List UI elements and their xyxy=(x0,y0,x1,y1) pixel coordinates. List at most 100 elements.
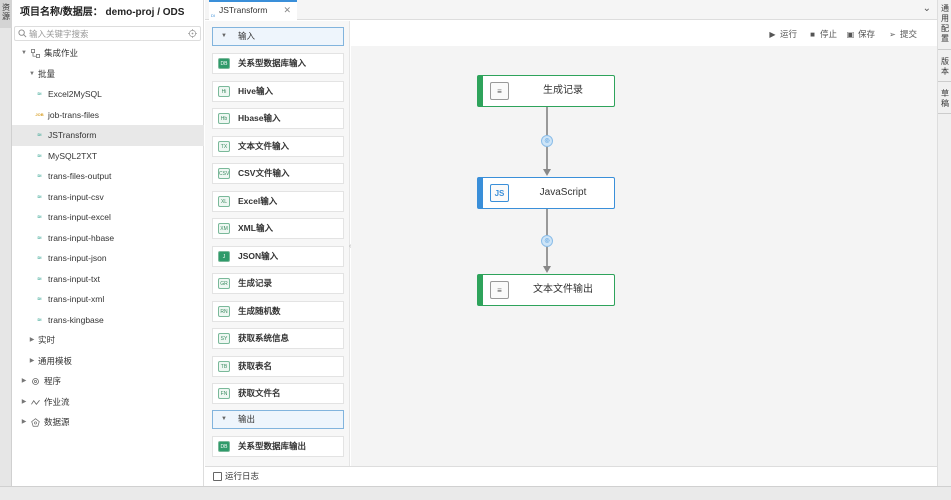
component-item[interactable]: TX 文本文件输入 xyxy=(212,135,344,157)
tree-label: Excel2MySQL xyxy=(48,89,102,99)
tree-node-program[interactable]: ▶ 程序 xyxy=(12,371,204,392)
component-label: 文本文件输入 xyxy=(238,140,290,151)
tree-search-input[interactable] xyxy=(29,27,179,40)
chevron-down-icon: ▼ xyxy=(221,33,227,39)
chevron-right-icon[interactable]: ▶ xyxy=(21,419,27,425)
tree-label: trans-kingbase xyxy=(48,314,104,325)
component-item[interactable]: XM XML输入 xyxy=(212,218,344,239)
search-icon xyxy=(18,29,27,38)
tree-file[interactable]: DI MySQL2TXT xyxy=(12,146,204,167)
datasource-icon xyxy=(31,418,40,427)
component-item[interactable]: GR 生成记录 xyxy=(212,273,344,294)
flow-node-javascript[interactable]: JS JavaScript xyxy=(477,177,615,209)
component-item[interactable]: TB 获取表名 xyxy=(212,355,344,377)
tree-file[interactable]: DI trans-input-excel xyxy=(12,207,204,228)
tree-label: job-trans-files xyxy=(48,109,100,120)
component-label: Excel输入 xyxy=(238,195,278,206)
component-item[interactable]: Hb Hbase输入 xyxy=(212,108,344,129)
tree-file[interactable]: DI trans-input-json xyxy=(12,248,204,269)
component-label: 生成随机数 xyxy=(238,305,281,316)
tree-file[interactable]: DI trans-input-csv xyxy=(12,187,204,208)
component-item[interactable]: DB 关系型数据库输出 xyxy=(212,436,344,457)
component-item[interactable]: RN 生成随机数 xyxy=(212,300,344,322)
flow-node-generate-records[interactable]: ≡ 生成记录 xyxy=(477,75,615,107)
tree-file[interactable]: DI trans-input-txt xyxy=(12,269,204,290)
chevron-right-icon[interactable]: ▶ xyxy=(29,337,35,343)
tree-file[interactable]: JOB job-trans-files xyxy=(12,105,204,126)
tree-label: 批量 xyxy=(38,68,56,79)
chevron-right-icon[interactable]: ▶ xyxy=(29,357,35,364)
component-item[interactable]: FN 获取文件名 xyxy=(212,383,344,404)
collapse-icon[interactable]: ⌄ xyxy=(922,3,931,14)
output-section-header[interactable]: ▼ 输出 xyxy=(212,410,344,429)
database-icon: DB xyxy=(218,58,230,69)
di-file-icon: DI xyxy=(37,214,42,219)
general-config-tab[interactable]: 通用配置 xyxy=(938,4,951,50)
di-file-icon: DI xyxy=(37,173,42,178)
tree-node-integration[interactable]: ▼ 集成作业 xyxy=(12,43,204,64)
generate-records-icon: GR xyxy=(218,278,230,289)
run-log-bar[interactable]: 运行日志 xyxy=(205,466,937,486)
collapse-palette-handle[interactable]: ‹ xyxy=(349,243,355,257)
project-title: 项目名称/数据层： demo-proj / ODS xyxy=(20,7,185,18)
tree-node-workflow[interactable]: ▶ 作业流 xyxy=(12,392,204,413)
submit-button[interactable]: ➢提交 xyxy=(889,29,918,39)
integration-icon xyxy=(31,49,40,58)
stop-button[interactable]: ■停止 xyxy=(808,28,837,40)
tree-node-datasource[interactable]: ▶ 数据源 xyxy=(12,412,204,433)
tree-file[interactable]: DI trans-files-output xyxy=(12,166,204,187)
send-icon: ➢ xyxy=(889,30,896,39)
component-item[interactable]: SY 获取系统信息 xyxy=(212,328,344,349)
di-file-icon: DI xyxy=(37,255,42,260)
tab-label: JSTransform xyxy=(219,5,268,15)
flow-node-text-output[interactable]: ≡ 文本文件输出 xyxy=(477,274,615,306)
tree-file[interactable]: DI trans-input-hbase xyxy=(12,228,204,249)
version-tab[interactable]: 版本 xyxy=(938,57,951,82)
close-icon[interactable]: ✕ xyxy=(283,5,291,15)
component-item[interactable]: Hi Hive输入 xyxy=(212,80,344,102)
hive-icon: Hi xyxy=(218,85,230,97)
chevron-right-icon[interactable]: ▶ xyxy=(21,378,27,384)
editor-tabbar: DI JSTransform ✕ ⌄ xyxy=(205,0,937,20)
resource-tab[interactable]: 资源 xyxy=(0,0,12,28)
js-icon: JS xyxy=(490,184,509,202)
di-file-icon: DI xyxy=(37,91,42,96)
draft-tab[interactable]: 草稿 xyxy=(938,89,951,114)
component-label: 获取文件名 xyxy=(238,388,281,398)
component-item[interactable]: XL Excel输入 xyxy=(212,190,344,212)
tree-file[interactable]: DI trans-kingbase xyxy=(12,310,204,331)
component-label: 获取系统信息 xyxy=(238,333,290,343)
component-palette: ▼ 输入 DB 关系型数据库输入 Hi Hive输入 Hb Hbase输入 TX… xyxy=(205,21,350,466)
chevron-down-icon[interactable]: ▼ xyxy=(29,70,35,77)
tree-label: trans-input-csv xyxy=(48,191,104,202)
tree-label: trans-input-hbase xyxy=(48,232,115,243)
chevron-right-icon[interactable]: ▶ xyxy=(21,398,27,405)
chevron-down-icon: ▼ xyxy=(221,416,227,422)
save-button[interactable]: ▣保存 xyxy=(846,29,876,39)
link-icon[interactable]: ◎ xyxy=(541,135,553,147)
tab-jstransform[interactable]: DI JSTransform ✕ xyxy=(209,0,297,20)
tree-node-templates[interactable]: ▶ 通用模板 xyxy=(12,351,204,372)
flow-canvas[interactable]: ≡ 生成记录 ◎ JS JavaScript ◎ ≡ 文本文件输出 xyxy=(351,46,937,466)
component-item[interactable]: CSV CSV文件输入 xyxy=(212,163,344,184)
run-button[interactable]: ▶运行 xyxy=(769,29,798,39)
table-name-icon: TB xyxy=(218,360,230,372)
save-icon: ▣ xyxy=(846,30,855,39)
component-label: 获取表名 xyxy=(238,360,273,371)
input-section-header[interactable]: ▼ 输入 xyxy=(212,27,344,46)
tree-file[interactable]: DI Excel2MySQL xyxy=(12,84,204,105)
project-tree-panel: 项目名称/数据层： demo-proj / ODS ▼ 集成作业 ▼ 批量 DI… xyxy=(12,0,204,486)
tree-file[interactable]: DI trans-input-xml xyxy=(12,289,204,310)
tree-label: trans-input-excel xyxy=(48,212,111,222)
component-item[interactable]: J JSON输入 xyxy=(212,245,344,267)
tree-file-selected[interactable]: DI JSTransform xyxy=(12,125,204,146)
tree-node-batch[interactable]: ▼ 批量 xyxy=(12,64,204,85)
locate-icon[interactable] xyxy=(188,29,197,38)
component-label: 关系型数据库输入 xyxy=(238,58,307,68)
component-item[interactable]: DB 关系型数据库输入 xyxy=(212,53,344,74)
component-label: 生成记录 xyxy=(238,278,273,288)
chevron-down-icon[interactable]: ▼ xyxy=(21,50,27,56)
tree-node-realtime[interactable]: ▶ 实时 xyxy=(12,330,204,351)
link-icon[interactable]: ◎ xyxy=(541,235,553,247)
left-resource-strip: 资源 xyxy=(0,0,12,486)
